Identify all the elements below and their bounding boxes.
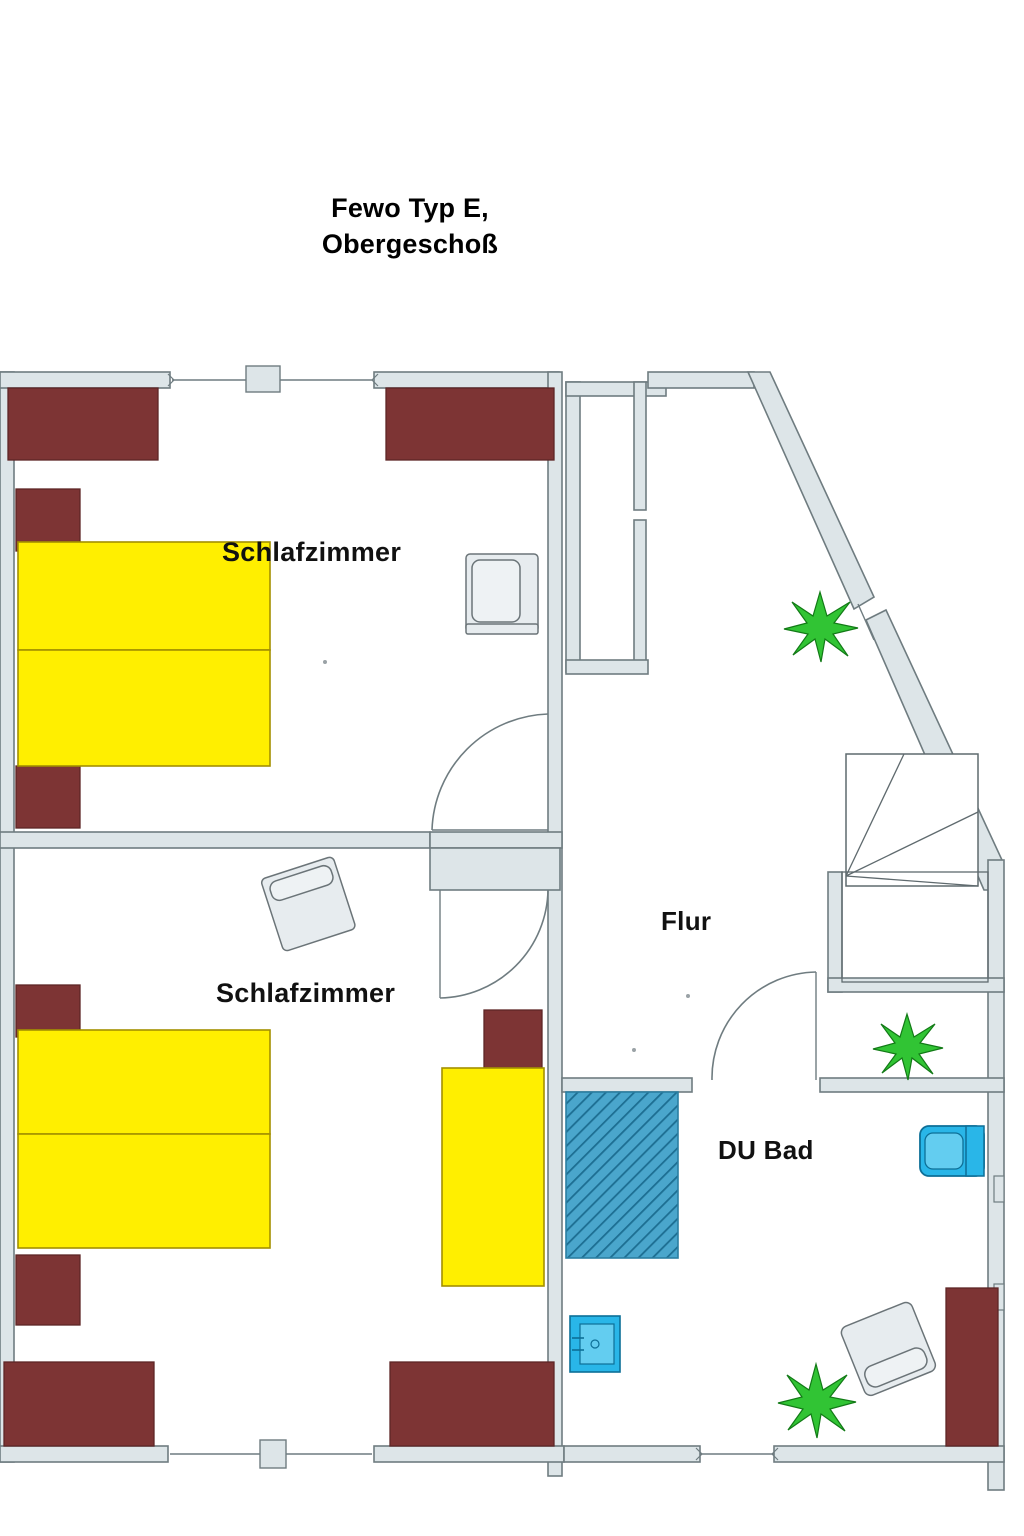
toilet bbox=[919, 1125, 985, 1177]
plants-group bbox=[777, 589, 944, 1439]
room-label-bedroom-upper: Schlafzimmer bbox=[222, 537, 402, 567]
wall-interior-vertical-center bbox=[547, 371, 563, 1477]
armchair-lower-bedroom bbox=[260, 856, 356, 952]
wall-stair-bottom bbox=[827, 977, 1005, 993]
window-bottom-center bbox=[695, 1447, 779, 1461]
window-top-left bbox=[167, 365, 379, 393]
walls-group bbox=[0, 371, 1005, 1491]
plan-title: Fewo Typ E, Obergeschoß bbox=[0, 190, 820, 263]
wall-diagonal-upper bbox=[746, 371, 876, 611]
room-label-bathroom: DU Bad bbox=[718, 1135, 814, 1165]
wall-bottom-right-a bbox=[563, 1445, 701, 1463]
room-label-bedroom-lower: Schlafzimmer bbox=[216, 978, 396, 1008]
cabinets-group bbox=[3, 387, 999, 1447]
wall-niche-bottom bbox=[565, 659, 649, 675]
wall-hall-bath-right bbox=[819, 1077, 1005, 1093]
room-label-hallway: Flur bbox=[661, 906, 712, 936]
wall-niche-right-upper bbox=[633, 381, 647, 511]
wardrobe-bottom-left bbox=[3, 1361, 155, 1447]
washbasin bbox=[569, 1315, 621, 1373]
plan-title-line-2: Obergeschoß bbox=[321, 229, 499, 260]
wall-bottom-right-b bbox=[773, 1445, 1005, 1463]
nightstand-lower-left-top bbox=[15, 984, 81, 1038]
wall-niche-right-lower bbox=[633, 519, 647, 673]
headboard-single-bed bbox=[483, 1009, 543, 1079]
door-bedroom-lower bbox=[439, 889, 549, 999]
door-bathroom bbox=[711, 971, 817, 1081]
wall-bottom-center bbox=[373, 1445, 565, 1463]
staircase bbox=[841, 753, 989, 983]
window-diagonal-right bbox=[857, 603, 875, 641]
armchair-hallway bbox=[840, 1301, 937, 1397]
windows-group bbox=[167, 365, 1005, 1469]
double-bed-lower-half-1 bbox=[17, 1029, 271, 1135]
shower-tray bbox=[565, 1091, 679, 1259]
wall-top-right bbox=[647, 371, 755, 389]
plant-hall-upper bbox=[783, 589, 859, 663]
plant-hall-middle bbox=[872, 1011, 944, 1081]
window-bottom-left bbox=[170, 1439, 372, 1469]
door-bedroom-upper bbox=[431, 713, 549, 831]
plan-marks bbox=[323, 660, 690, 1052]
double-bed-lower-half-2 bbox=[17, 1133, 271, 1249]
wardrobe-top-center bbox=[385, 387, 555, 461]
single-bed-center bbox=[441, 1067, 545, 1287]
wardrobe-top-left bbox=[7, 387, 159, 461]
seating-group bbox=[260, 553, 937, 1397]
doors-group bbox=[431, 713, 817, 1081]
nightstand-upper-left-bottom bbox=[15, 765, 81, 829]
wardrobe-bottom-center bbox=[389, 1361, 555, 1447]
double-bed-upper-half-2 bbox=[17, 649, 271, 767]
wall-bedroom-divider-stub bbox=[429, 831, 563, 849]
wall-niche-left bbox=[565, 381, 581, 673]
wall-top-left-a bbox=[0, 371, 171, 389]
wall-bedroom-divider bbox=[0, 831, 431, 849]
wall-top-left-b bbox=[373, 371, 560, 389]
wall-hall-bath-left bbox=[561, 1077, 693, 1093]
wall-stair-left bbox=[827, 871, 843, 993]
beds-group bbox=[17, 541, 545, 1287]
wall-bottom-left bbox=[0, 1445, 169, 1463]
wall-exterior-left bbox=[0, 371, 15, 1463]
nightstand-lower-left-bottom bbox=[15, 1254, 81, 1326]
double-bed-upper-half-1 bbox=[17, 541, 271, 651]
plan-title-line-1: Fewo Typ E, bbox=[331, 193, 489, 223]
plant-hall-lower bbox=[777, 1361, 857, 1439]
armchair-upper-bedroom bbox=[465, 553, 539, 635]
wall-bedroom-divider-jamb bbox=[429, 847, 561, 891]
wardrobe-bottom-right bbox=[945, 1287, 999, 1447]
